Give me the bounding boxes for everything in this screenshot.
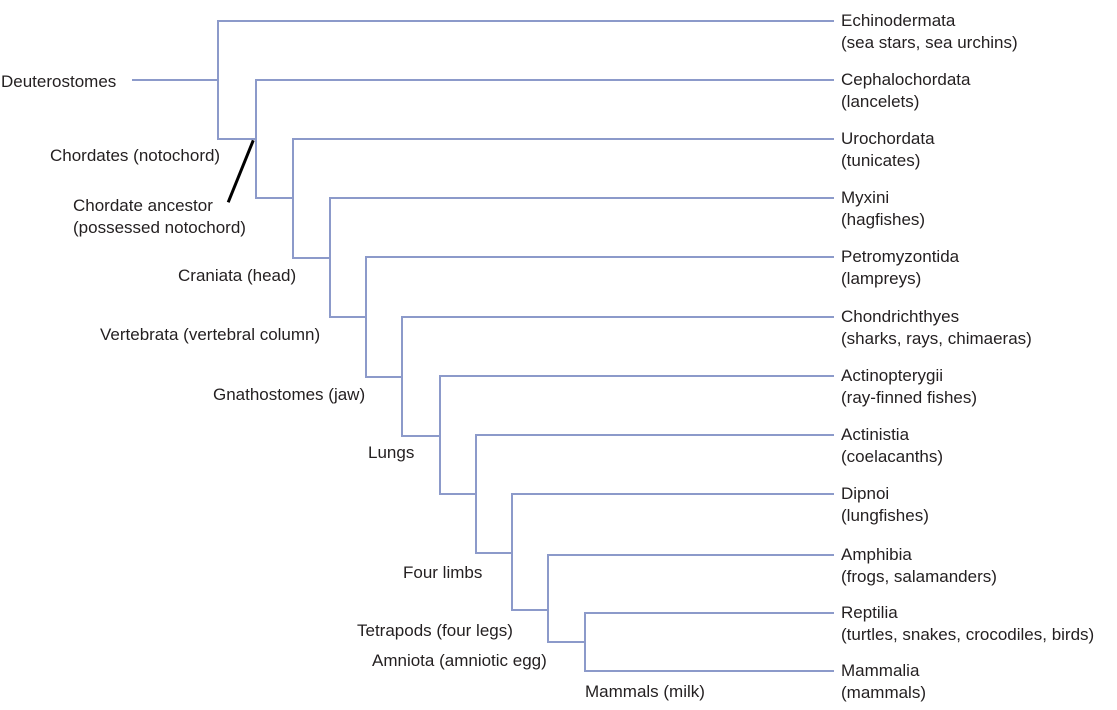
branch-tip-urochordata — [291, 137, 835, 141]
node-label-craniata: Craniata (head) — [178, 266, 297, 285]
node-label-four-limbs: Four limbs — [403, 563, 483, 582]
branch-tip-actinistia — [474, 433, 835, 437]
node-label-lungs: Lungs — [368, 443, 415, 462]
taxon-label-dipnoi: Dipnoi (lungfishes) — [841, 483, 929, 527]
taxon-name: Reptilia — [841, 603, 898, 622]
taxon-label-petromyzontida: Petromyzontida (lampreys) — [841, 246, 959, 290]
branch-connector-1 — [216, 137, 258, 141]
node-label-chordate-ancestor: Chordate ancestor (possessed notochord) — [73, 195, 246, 239]
branch-connector-9 — [510, 608, 550, 612]
taxon-name: Chondrichthyes — [841, 307, 960, 326]
taxon-label-chondrichthyes: Chondrichthyes (sharks, rays, chimaeras) — [841, 306, 1032, 350]
taxon-common-name: (sharks, rays, chimaeras) — [841, 329, 1032, 348]
taxon-common-name: (lungfishes) — [841, 506, 929, 525]
branch-tip-reptilia — [583, 611, 835, 615]
branch-tip-actinopterygii — [438, 374, 835, 378]
branch-connector-5 — [364, 375, 404, 379]
chordate-ancestor-line2: (possessed notochord) — [73, 218, 246, 237]
taxon-common-name: (lampreys) — [841, 269, 922, 288]
taxon-label-actinopterygii: Actinopterygii (ray-finned fishes) — [841, 365, 977, 409]
taxon-label-echinodermata: Echinodermata (sea stars, sea urchins) — [841, 10, 1018, 54]
taxon-common-name: (lancelets) — [841, 92, 920, 111]
taxon-common-name: (frogs, salamanders) — [841, 567, 997, 586]
branch-connector-3 — [291, 256, 332, 260]
taxon-label-actinistia: Actinistia (coelacanths) — [841, 424, 943, 468]
branch-tip-amphibia — [546, 553, 835, 557]
chordate-ancestor-line1: Chordate ancestor — [73, 196, 213, 215]
taxon-name: Amphibia — [841, 545, 912, 564]
chordate-ancestor-pointer-line — [226, 139, 255, 203]
node-label-gnathostomes: Gnathostomes (jaw) — [213, 385, 366, 404]
branch-connector-2 — [254, 196, 295, 200]
taxon-name: Mammalia — [841, 661, 920, 680]
taxon-common-name: (mammals) — [841, 683, 926, 702]
branch-tip-echinodermata — [216, 19, 835, 23]
branch-tip-petromyzontida — [364, 255, 835, 259]
root-label-deuterostomes: Deuterostomes — [1, 72, 117, 91]
branch-connector-4 — [328, 315, 368, 319]
node-label-mammals: Mammals (milk) — [585, 682, 705, 701]
taxon-name: Myxini — [841, 188, 890, 207]
taxon-common-name: (hagfishes) — [841, 210, 926, 229]
branch-tip-mammalia — [583, 669, 835, 673]
taxon-name: Petromyzontida — [841, 247, 960, 266]
branch-connector-7 — [438, 492, 478, 496]
branch-tip-chondrichthyes — [400, 315, 835, 319]
branch-connector-10 — [546, 640, 587, 644]
taxon-common-name: (coelacanths) — [841, 447, 944, 466]
branch-tip-cephalochordata — [254, 78, 835, 82]
branch-connector-8 — [474, 551, 514, 555]
taxon-common-name: (sea stars, sea urchins) — [841, 33, 1018, 52]
node-label-tetrapods: Tetrapods (four legs) — [357, 621, 513, 640]
node-label-chordates: Chordates (notochord) — [50, 146, 221, 165]
taxon-name: Actinopterygii — [841, 366, 944, 385]
node-label-vertebrata: Vertebrata (vertebral column) — [100, 325, 321, 344]
taxon-name: Dipnoi — [841, 484, 890, 503]
taxon-label-cephalochordata: Cephalochordata (lancelets) — [841, 69, 970, 113]
branch-root — [131, 78, 220, 82]
branch-connector-6 — [400, 434, 442, 438]
node-label-amniota: Amniota (amniotic egg) — [372, 651, 547, 670]
taxon-common-name: (turtles, snakes, crocodiles, birds) — [841, 625, 1095, 644]
taxon-common-name: (ray-finned fishes) — [841, 388, 978, 407]
taxon-name: Urochordata — [841, 129, 935, 148]
taxon-name: Echinodermata — [841, 11, 956, 30]
taxon-common-name: (tunicates) — [841, 151, 921, 170]
taxon-name: Cephalochordata — [841, 70, 971, 89]
taxon-label-urochordata: Urochordata (tunicates) — [841, 128, 935, 172]
taxon-name: Actinistia — [841, 425, 910, 444]
branch-tip-myxini — [328, 196, 835, 200]
taxon-label-reptilia: Reptilia (turtles, snakes, crocodiles, b… — [841, 602, 1094, 646]
taxon-label-mammalia: Mammalia (mammals) — [841, 660, 926, 704]
branch-tip-dipnoi — [510, 492, 835, 496]
taxon-label-myxini: Myxini (hagfishes) — [841, 187, 925, 231]
taxon-label-amphibia: Amphibia (frogs, salamanders) — [841, 544, 997, 588]
branch-vertical-tetrapods-split — [546, 553, 550, 644]
